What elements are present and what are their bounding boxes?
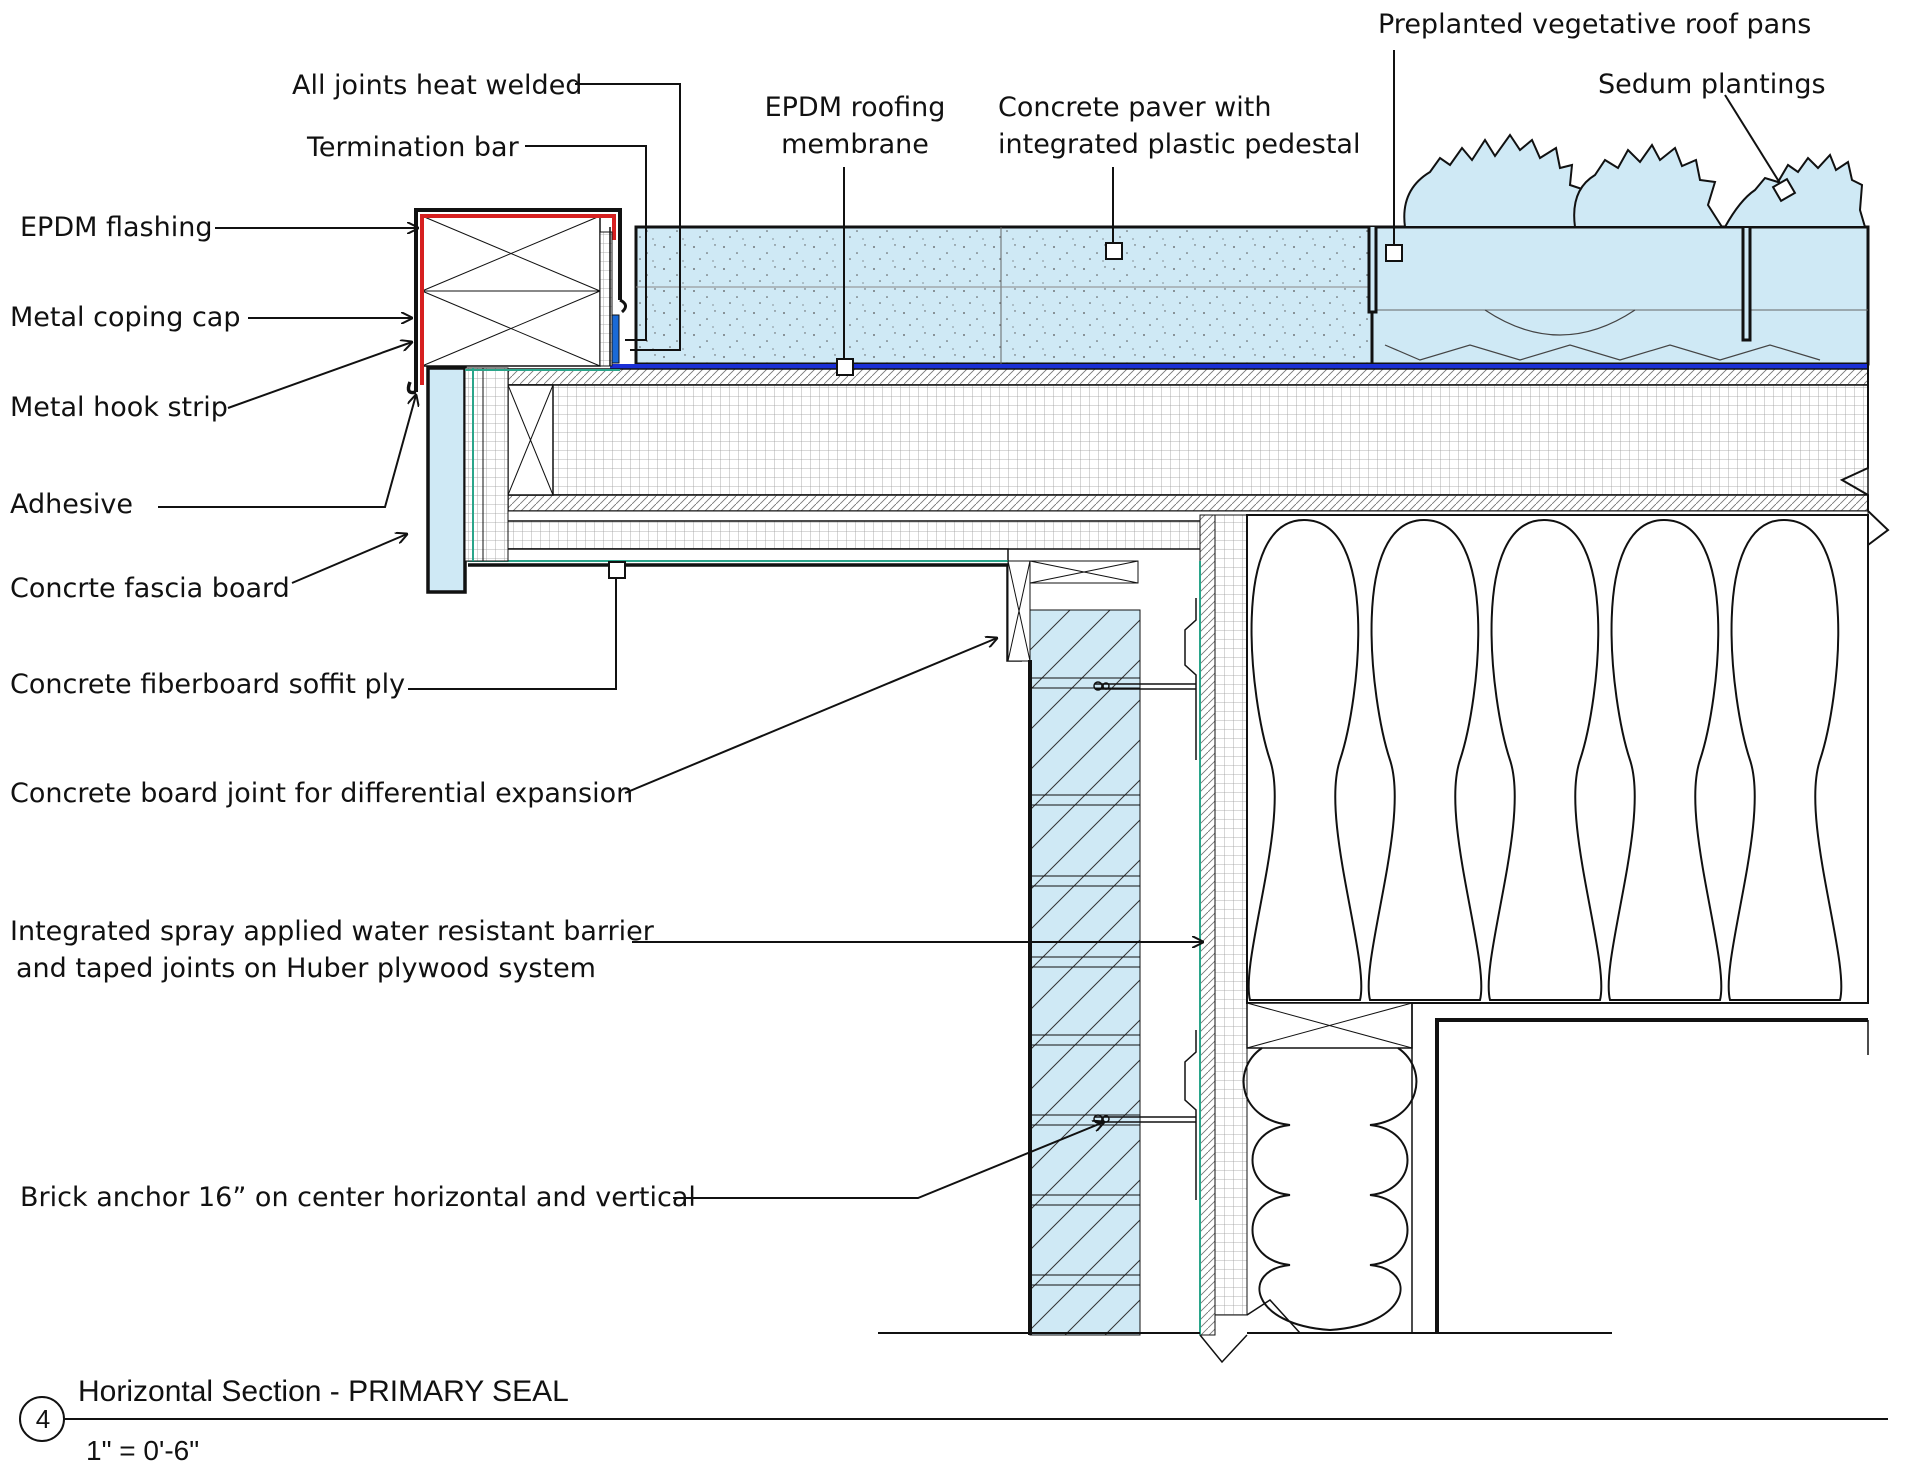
label-epdm-roofing-membrane-1: EPDM roofing [764,92,946,123]
label-metal-hook-strip: Metal hook strip [10,392,228,423]
label-all-joints-heat-welded: All joints heat welded [292,70,583,101]
parapet-edge [406,208,627,594]
label-adhesive: Adhesive [10,489,134,520]
roof-deck-insulation [507,384,1869,496]
epdm-flashing [420,214,616,385]
label-water-resistant-barrier-1: Integrated spray applied water resistant… [10,916,654,947]
brick-veneer [1029,609,1141,1336]
label-epdm-flashing: EPDM flashing [20,212,213,243]
title-block [19,1396,1888,1442]
detail-number: 4 [35,1404,51,1434]
metal-coping-cap [414,208,622,392]
concrete-fascia-board [426,366,467,594]
label-concrete-paver-2: integrated plastic pedestal [998,129,1361,160]
label-concrete-fiberboard-soffit: Concrete fiberboard soffit ply [10,669,406,700]
sedum-plantings [1403,133,1867,228]
label-water-resistant-barrier-2: and taped joints on Huber plywood system [16,953,596,984]
label-metal-coping-cap: Metal coping cap [10,302,241,333]
label-concrete-paver-1: Concrete paver with [998,92,1272,123]
vegetative-roof-pan [1370,225,1870,366]
soffit-ply [467,548,1009,562]
detail-title: Horizontal Section - PRIMARY SEAL [78,1375,569,1408]
label-epdm-roofing-membrane-2: membrane [781,129,929,160]
batt-insulation [1247,518,1843,1001]
label-sedum-plantings: Sedum plantings [1598,69,1826,100]
callout-markers [608,177,1797,579]
brick-anchors [1093,598,1197,1200]
roof-assembly [467,133,1890,662]
leader-lines [158,50,1784,1199]
label-brick-anchor: Brick anchor 16” on center horizontal an… [20,1182,696,1213]
label-termination-bar: Termination bar [307,132,519,163]
label-concrete-board-joint: Concrete board joint for differential ex… [10,778,634,809]
termination-bar [611,314,620,364]
concrete-paver [634,225,1374,366]
epdm-roofing-membrane [610,364,1868,369]
detail-scale: 1" = 0'-6" [86,1435,200,1466]
label-concrete-fascia-board: Concrte fascia board [10,573,290,604]
wall-assembly [878,514,1869,1364]
label-vegetative-roof-pans: Preplanted vegetative roof pans [1378,9,1812,40]
